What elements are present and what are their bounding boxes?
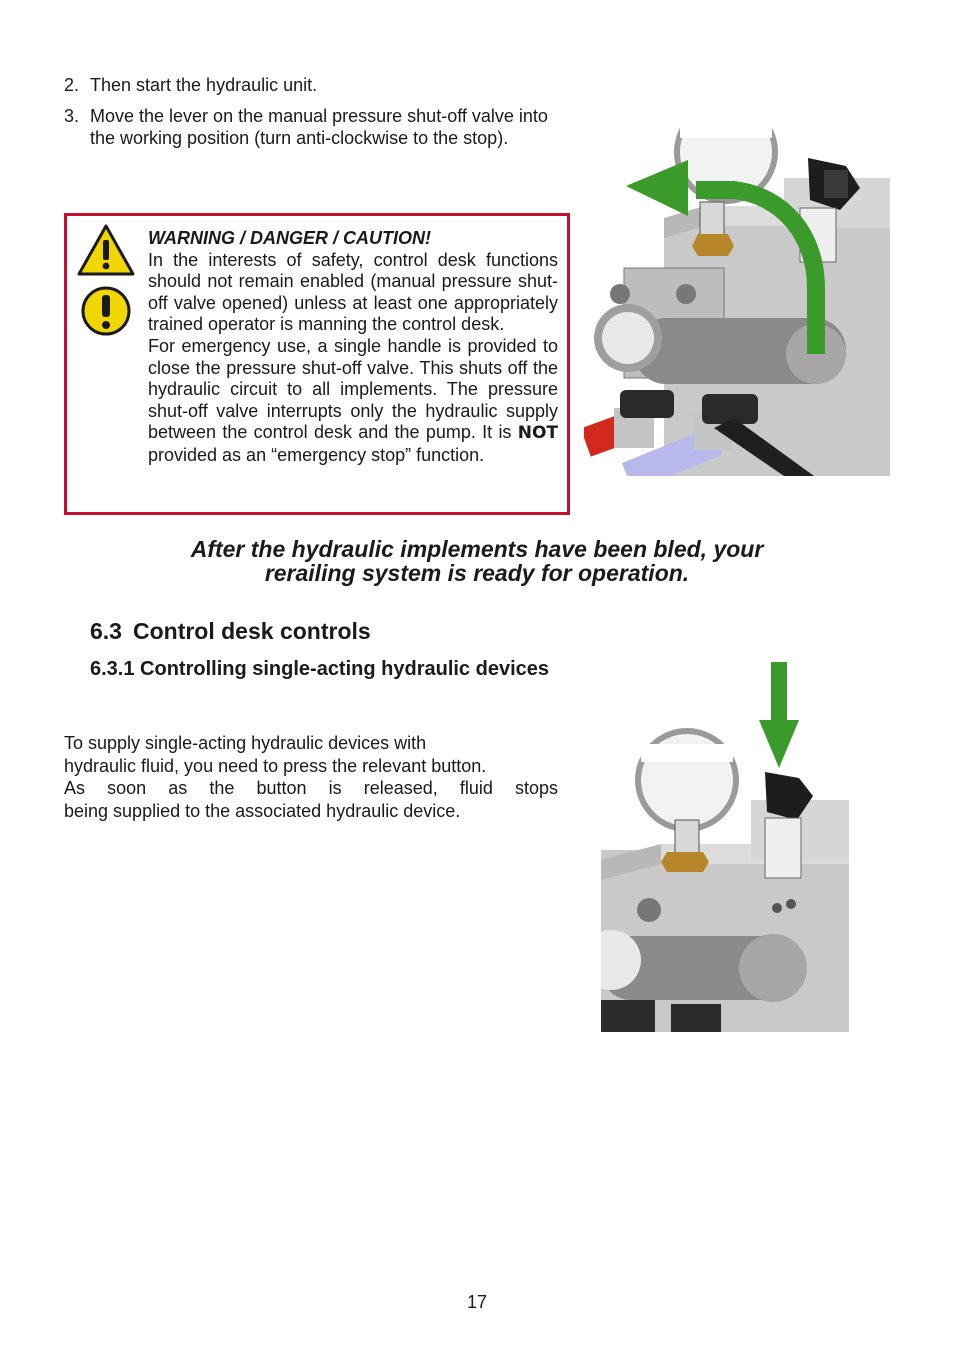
paragraph-line: hydraulic fluid, you need to press the r…: [64, 755, 487, 776]
step-number: 2.: [64, 75, 80, 95]
warning-box: WARNING / DANGER / CAUTION! In the inter…: [64, 213, 570, 515]
list-item: 2. Then start the hydraulic unit.: [64, 74, 576, 97]
warning-paragraph-1: In the interests of safety, control desk…: [148, 249, 558, 335]
warning-paragraph-2-end: provided as an “emergency stop” function…: [148, 444, 485, 465]
paragraph-line: being supplied to the associated hydraul…: [64, 800, 461, 821]
step-text: Then start the hydraulic unit.: [90, 75, 318, 95]
warning-triangle-icon: [77, 224, 135, 336]
paragraph-line: To supply single-acting hydraulic device…: [64, 733, 427, 753]
subsection-heading: 6.3.1 Controlling single-acting hydrauli…: [90, 658, 550, 680]
valve-lever-figure: [584, 118, 890, 476]
section-heading: 6.3 Control desk controls: [90, 618, 371, 645]
exclamation-circle-icon: [81, 286, 131, 336]
warning-title: WARNING / DANGER / CAUTION!: [148, 228, 431, 248]
section-number: 6.3: [90, 618, 122, 644]
numbered-steps: 2. Then start the hydraulic unit. 3. Mov…: [64, 74, 576, 158]
instruction-paragraph: To supply single-acting hydraulic device…: [64, 732, 558, 822]
ready-note-line-2: rerailing system is ready for operation.: [264, 559, 690, 586]
warning-not-emphasis: NOT: [517, 423, 558, 444]
step-text: Move the lever on the manual pressure sh…: [90, 105, 548, 149]
warning-paragraph-2-start: For emergency use, a single handle is pr…: [148, 335, 558, 443]
list-item: 3. Move the lever on the manual pressure…: [64, 105, 576, 150]
ready-note-line-1: After the hydraulic implements have been…: [190, 536, 764, 562]
page-number: 17: [466, 1292, 488, 1312]
section-title: Control desk controls: [132, 618, 371, 644]
valve-button-figure: [601, 662, 849, 1032]
warning-text: WARNING / DANGER / CAUTION! In the inter…: [148, 228, 558, 467]
warning-icons: [75, 222, 137, 347]
warning-paragraph-2: For emergency use, a single handle is pr…: [148, 336, 558, 467]
paragraph-line: As soon as the button is released, fluid…: [64, 778, 558, 798]
step-number: 3.: [64, 105, 80, 126]
ready-note: After the hydraulic implements have been…: [120, 536, 834, 586]
